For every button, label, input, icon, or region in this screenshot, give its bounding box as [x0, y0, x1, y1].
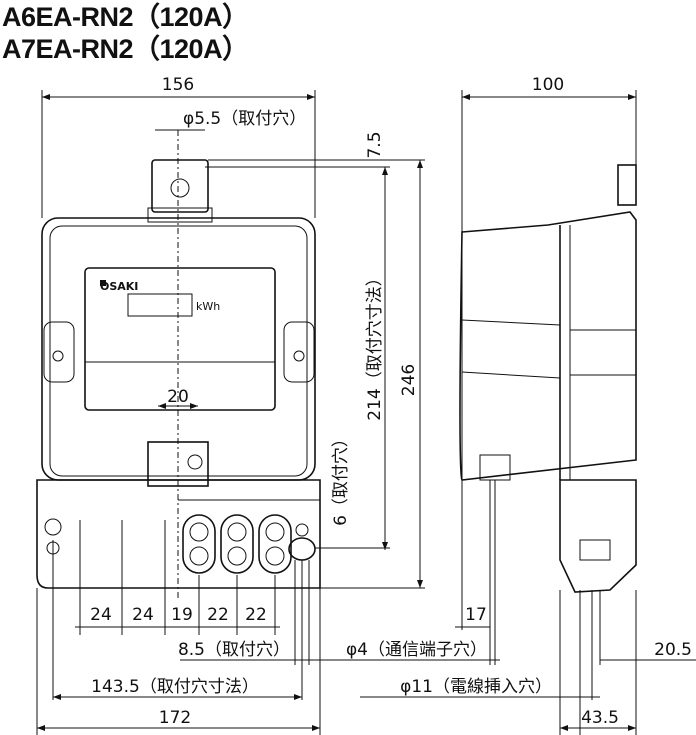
- side-hanger: [617, 164, 637, 206]
- dim-pitch-5: 22: [245, 605, 267, 625]
- front-view: [36, 130, 321, 600]
- dim-top-offset: 7.5: [365, 131, 385, 158]
- side-view: [459, 164, 637, 593]
- dim-center-span: 20: [167, 387, 189, 407]
- dim-mount-pitch: 214（取付穴寸法）: [365, 269, 385, 420]
- dim-pitch-1: 24: [90, 605, 112, 625]
- side-dimension-lines: [330, 90, 696, 735]
- dim-side-hole: 8.5（取付穴）: [178, 640, 290, 660]
- brand-label: OSAKI: [100, 280, 138, 293]
- side-terminal: [559, 479, 637, 593]
- dim-width: 156: [162, 75, 194, 95]
- display-panel: [84, 267, 276, 411]
- dim-pitch-4: 22: [207, 605, 229, 625]
- model-title-1: A6EA-RN2（120A）: [2, 2, 249, 32]
- kwh-display: [127, 293, 193, 317]
- dim-pitch-3: 19: [171, 605, 193, 625]
- dim-height: 246: [399, 364, 419, 396]
- mount-hole-top: [170, 178, 190, 198]
- dim-lower-hole: 6（取付穴）: [331, 430, 351, 526]
- dim-bottom-depth: 43.5: [581, 708, 619, 728]
- model-title-2: A7EA-RN2（120A）: [2, 34, 249, 64]
- terminal-base: [36, 479, 321, 589]
- dim-pitch-2: 24: [132, 605, 154, 625]
- dim-total-width: 172: [159, 708, 191, 728]
- side-body: [459, 211, 637, 481]
- dim-right-offset: 20.5: [654, 640, 692, 660]
- dim-depth: 100: [532, 75, 564, 95]
- dim-wire-hole: φ11（電線挿入穴）: [400, 677, 552, 697]
- dim-horizontal-pitch: 143.5（取付穴寸法）: [91, 677, 259, 697]
- dim-hole-diameter: φ5.5（取付穴）: [183, 109, 306, 129]
- dim-comm-hole: φ4（通信端子穴）: [346, 640, 487, 660]
- unit-label: kWh: [196, 300, 220, 313]
- front-dimension-lines: [36, 90, 425, 735]
- hanger-bracket: [151, 159, 209, 213]
- dim-offset: 17: [465, 605, 487, 625]
